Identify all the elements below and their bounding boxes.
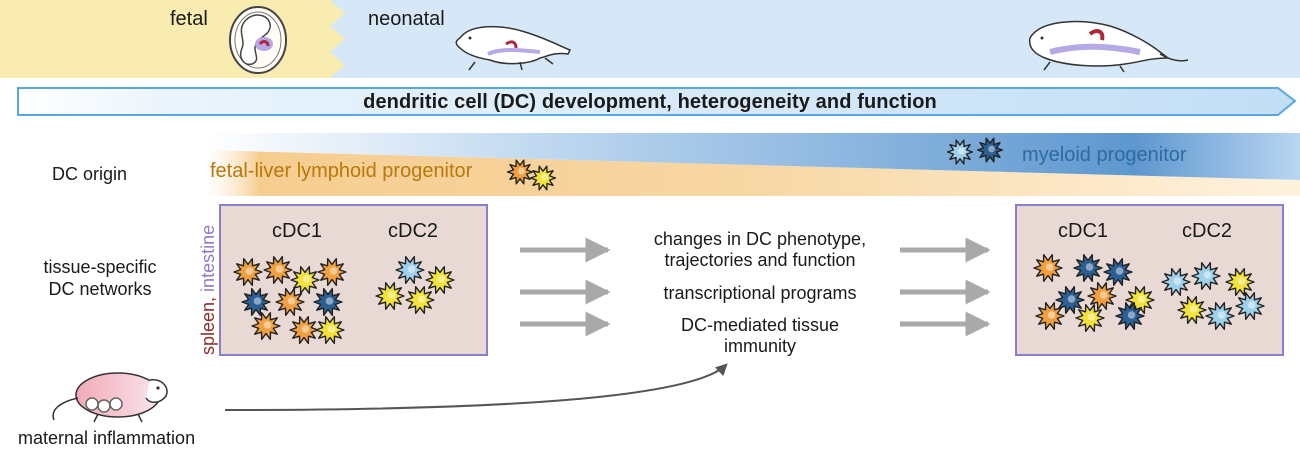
dc-cell xyxy=(263,256,293,284)
change-phenotype-line1: changes in DC phenotype, xyxy=(653,229,867,249)
dc-cell xyxy=(1075,304,1105,332)
myeloid-progenitor-label: myeloid progenitor xyxy=(1022,144,1187,166)
dc-cell xyxy=(289,316,319,344)
dc-cell xyxy=(506,159,534,185)
dc-cell xyxy=(1177,296,1207,324)
change-immunity-line2: immunity xyxy=(723,336,796,356)
lymphoid-gradient xyxy=(205,150,1300,196)
dc-cell xyxy=(275,288,305,316)
myeloid-gradient xyxy=(205,133,1300,180)
right-cdc1-label: cDC1 xyxy=(1058,220,1109,242)
stage-neonatal-label: neonatal xyxy=(368,8,445,30)
pregnant-mouse-icon xyxy=(52,372,168,423)
lymphoid-progenitor-label: fetal-liver lymphoid progenitor xyxy=(210,160,473,182)
dc-cell xyxy=(1103,258,1133,286)
left-cdc1-label: cDC1 xyxy=(272,220,323,242)
dc-cell xyxy=(976,137,1004,163)
dc-cell xyxy=(317,258,347,286)
dc-cell xyxy=(1191,262,1221,290)
dc-cell xyxy=(233,258,263,286)
dc-cell xyxy=(1205,302,1235,330)
dc-cell xyxy=(425,266,455,294)
dc-cell xyxy=(1161,268,1191,296)
dc-cell xyxy=(1087,282,1117,310)
dc-cell xyxy=(1055,286,1085,314)
banner-title: dendritic cell (DC) development, heterog… xyxy=(363,91,937,113)
dc-cell xyxy=(241,288,271,316)
dc-cell xyxy=(313,288,343,316)
change-immunity-line1: DC-mediated tissue xyxy=(680,315,840,335)
intestine-label: intestine xyxy=(198,224,218,292)
dc-cell xyxy=(375,282,405,310)
dc-cell xyxy=(1035,302,1065,330)
right-cdc2-label: cDC2 xyxy=(1182,220,1233,242)
change-transcription: transcriptional programs xyxy=(663,283,857,303)
dc-cell xyxy=(251,312,281,340)
left-cdc2-label: cDC2 xyxy=(388,220,439,242)
spleen-label: spleen, xyxy=(198,296,218,355)
stage-fetal-label: fetal xyxy=(170,8,208,30)
dc-cell xyxy=(395,256,425,284)
dc-cell xyxy=(405,286,435,314)
dc-cell xyxy=(1115,302,1145,330)
tissue-side-label: spleen, intestine xyxy=(198,225,218,355)
neonatal-mouse-icon xyxy=(455,25,572,71)
process-arrows xyxy=(520,237,991,337)
networks-label-line2: DC networks xyxy=(48,279,152,299)
dc-cell xyxy=(290,266,320,294)
dc-cell xyxy=(315,316,345,344)
networks-label-line1: tissue-specific xyxy=(43,257,157,277)
dc-cell xyxy=(946,139,974,165)
maternal-inflammation-label: maternal inflammation xyxy=(18,428,196,448)
dc-cell xyxy=(1225,268,1255,296)
dc-cell xyxy=(529,165,557,191)
dc-cells xyxy=(233,137,1265,344)
dc-origin-label: DC origin xyxy=(52,164,128,184)
dc-cell xyxy=(1235,292,1265,320)
change-phenotype-line2: trajectories and function xyxy=(664,250,856,270)
banner-arrow xyxy=(17,87,1297,116)
dc-cell xyxy=(1033,253,1063,282)
young-mouse-icon xyxy=(1028,20,1189,73)
fetus-icon xyxy=(229,6,287,74)
dc-cell xyxy=(1073,253,1103,282)
maternal-arrow xyxy=(224,363,728,411)
